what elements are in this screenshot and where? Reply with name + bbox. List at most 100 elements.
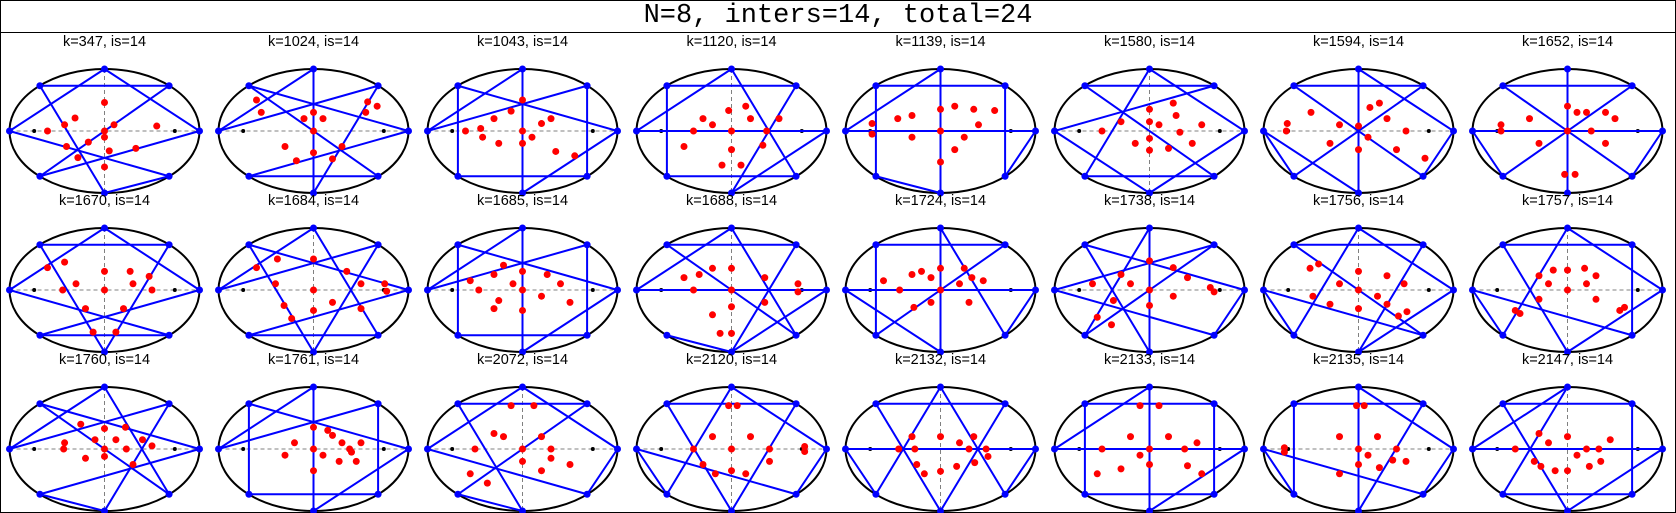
focus-point bbox=[241, 129, 246, 133]
chord-line bbox=[1471, 130, 1504, 177]
intersection-point bbox=[310, 108, 317, 116]
vertex-point bbox=[1001, 490, 1009, 498]
vertex-point bbox=[1419, 241, 1427, 249]
chord-line bbox=[426, 68, 524, 132]
intersection-point bbox=[507, 107, 515, 115]
intersection-point bbox=[1497, 127, 1505, 135]
intersection-point bbox=[1198, 470, 1206, 478]
intersection-point bbox=[737, 161, 745, 169]
vertex-point bbox=[1146, 65, 1153, 73]
panel-title: k=1738, is=14 bbox=[1103, 193, 1196, 209]
intersection-point bbox=[129, 280, 137, 288]
vertex-point bbox=[842, 286, 849, 294]
chord-line bbox=[1054, 289, 1215, 337]
intersection-point bbox=[1169, 292, 1177, 300]
chord-line bbox=[1502, 244, 1569, 353]
intersection-point bbox=[1585, 462, 1593, 470]
intersection-point bbox=[868, 120, 876, 128]
chord-diagram bbox=[424, 65, 621, 197]
intersection-point bbox=[357, 280, 365, 288]
chord-line bbox=[312, 227, 379, 336]
vertex-point bbox=[937, 224, 944, 232]
intersection-point bbox=[1355, 286, 1362, 294]
intersection-point bbox=[139, 436, 146, 444]
vertex-point bbox=[374, 172, 382, 180]
intersection-point bbox=[519, 139, 526, 147]
panel-title: k=2135, is=14 bbox=[1312, 352, 1405, 368]
vertex-point bbox=[1032, 127, 1039, 135]
intersection-point bbox=[1098, 445, 1106, 453]
intersection-point bbox=[965, 445, 973, 453]
intersection-point bbox=[1355, 461, 1362, 468]
intersection-point bbox=[1146, 134, 1153, 142]
intersection-point bbox=[913, 461, 921, 468]
focus-point bbox=[172, 129, 177, 133]
focus-point bbox=[381, 129, 386, 133]
vertex-point bbox=[872, 331, 880, 339]
intersection-point bbox=[153, 122, 161, 130]
panel-title: k=1688, is=14 bbox=[685, 193, 778, 209]
intersection-point bbox=[761, 298, 769, 306]
vertex-point bbox=[823, 127, 830, 135]
vertex-point bbox=[823, 445, 830, 453]
vertex-point bbox=[245, 172, 253, 180]
intersection-point bbox=[292, 157, 300, 165]
vertex-point bbox=[1210, 490, 1218, 498]
vertex-point bbox=[165, 82, 173, 90]
figure-title: N=8, inters=14, total=24 bbox=[643, 1, 1033, 31]
chord-line bbox=[427, 84, 588, 132]
panel-title: k=1670, is=14 bbox=[58, 193, 151, 209]
vertex-point bbox=[1146, 383, 1153, 391]
vertex-point bbox=[101, 189, 108, 197]
diagram-panel: k=1688, is=14 bbox=[627, 192, 836, 356]
intersection-point bbox=[84, 138, 92, 146]
vertex-point bbox=[937, 65, 944, 73]
intersection-point bbox=[1336, 433, 1343, 441]
vertex-point bbox=[842, 445, 849, 453]
intersection-point bbox=[1146, 257, 1153, 265]
intersection-point bbox=[538, 467, 545, 475]
intersection-point bbox=[742, 102, 750, 110]
diagram-panel: k=347, is=14 bbox=[0, 33, 209, 197]
chord-line bbox=[457, 243, 618, 291]
vertex-point bbox=[1290, 331, 1298, 339]
diagram-panel: k=2147, is=14 bbox=[1463, 351, 1672, 513]
focus-point bbox=[32, 129, 37, 133]
chord-line bbox=[730, 130, 828, 194]
chord-line bbox=[1566, 448, 1664, 512]
intersection-point bbox=[1549, 266, 1557, 274]
intersection-point bbox=[1198, 121, 1206, 129]
panel-title: k=1580, is=14 bbox=[1103, 34, 1196, 50]
panel-title: k=1724, is=14 bbox=[894, 193, 987, 209]
vertex-point bbox=[1032, 286, 1039, 294]
chord-line bbox=[1502, 403, 1569, 512]
intersection-point bbox=[747, 433, 754, 441]
intersection-point bbox=[1355, 267, 1362, 275]
vertex-point bbox=[1469, 286, 1476, 294]
vertex-point bbox=[36, 82, 44, 90]
intersection-point bbox=[253, 96, 260, 104]
intersection-point bbox=[725, 402, 733, 410]
chord-line bbox=[939, 403, 1006, 512]
chord-line bbox=[1422, 130, 1455, 177]
chord-line bbox=[666, 403, 733, 512]
intersection-point bbox=[1595, 445, 1603, 453]
vertex-point bbox=[374, 400, 382, 408]
vertex-point bbox=[1419, 490, 1427, 498]
vertex-point bbox=[519, 65, 526, 73]
vertex-point bbox=[663, 241, 671, 249]
focus-point bbox=[1217, 288, 1222, 292]
intersection-point bbox=[566, 298, 574, 306]
vertex-point bbox=[310, 348, 317, 356]
intersection-point bbox=[462, 127, 469, 135]
intersection-point bbox=[1165, 433, 1172, 441]
vertex-point bbox=[196, 445, 203, 453]
vertex-point bbox=[1355, 507, 1362, 513]
intersection-point bbox=[571, 152, 579, 160]
chord-line bbox=[1471, 386, 1569, 450]
chord-diagram bbox=[633, 224, 830, 356]
vertex-point bbox=[1290, 490, 1298, 498]
chord-line bbox=[521, 386, 619, 450]
intersection-point bbox=[383, 287, 391, 295]
focus-point bbox=[1077, 129, 1082, 133]
